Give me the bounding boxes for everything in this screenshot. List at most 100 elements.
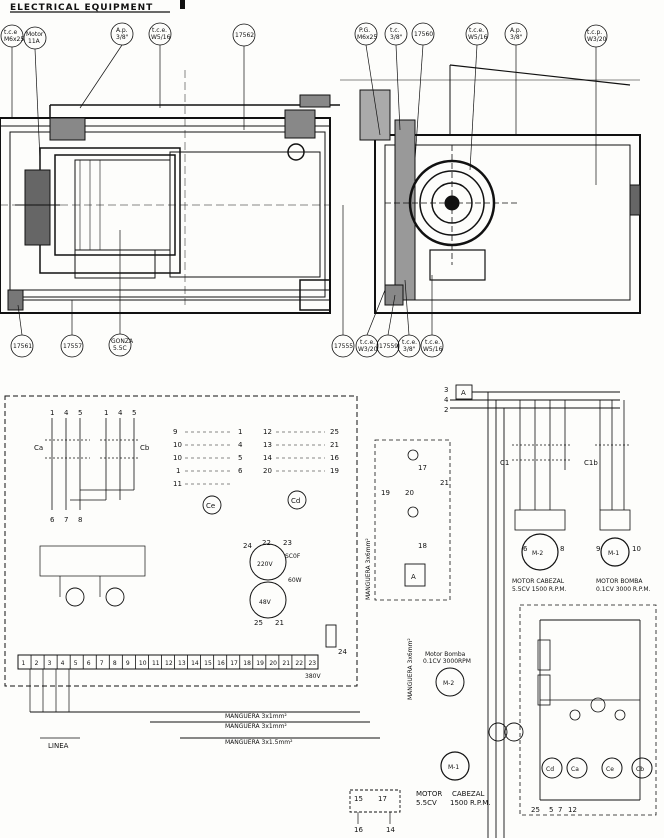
relay-block-2: 12 13 14 20 25 21 16 19 Cd <box>263 428 339 510</box>
callout-c2: Motor 11A <box>23 26 47 161</box>
hose-label-2: MANGUERA 3x1mm² <box>225 723 287 730</box>
terminal-number: 3 <box>48 660 52 667</box>
svg-text:C1: C1 <box>500 459 509 467</box>
header-title: ELECTRICAL EQUIPMENT <box>10 3 153 13</box>
svg-text:1: 1 <box>104 409 108 417</box>
svg-text:8: 8 <box>560 545 564 553</box>
svg-text:3/8": 3/8" <box>390 34 403 41</box>
svg-text:4: 4 <box>444 396 449 404</box>
svg-text:M-2: M-2 <box>532 550 543 557</box>
svg-text:t.c.e.: t.c.e. <box>469 27 484 34</box>
svg-text:24: 24 <box>243 542 252 550</box>
svg-text:5: 5 <box>132 409 136 417</box>
svg-text:23: 23 <box>283 539 292 547</box>
callout-b1: 17561 <box>10 304 34 358</box>
svg-text:GONZA: GONZA <box>111 338 134 345</box>
svg-text:7: 7 <box>558 806 562 814</box>
relay-block-1: 9 10 10 1 11 1 4 5 6 Ce <box>173 428 243 515</box>
svg-text:11A: 11A <box>28 38 41 45</box>
svg-text:17561: 17561 <box>13 343 32 350</box>
transformer-t1 <box>488 722 524 742</box>
svg-text:4: 4 <box>238 441 243 449</box>
svg-text:Cd: Cd <box>291 497 300 505</box>
callout-c8: 17560 <box>411 22 435 161</box>
svg-text:10: 10 <box>173 441 182 449</box>
svg-text:17560: 17560 <box>414 31 433 38</box>
callout-c9: t.c.e. W5/16 <box>465 22 489 171</box>
bottom-switch-box: 15 16 17 14 <box>349 789 401 834</box>
svg-text:MOTOR: MOTOR <box>416 790 442 798</box>
contactor-cb: 1 4 5 Cb <box>70 409 150 501</box>
svg-text:A: A <box>461 389 466 397</box>
svg-text:t.c.e: t.c.e <box>4 29 17 36</box>
svg-text:16: 16 <box>354 826 363 834</box>
svg-text:17: 17 <box>418 464 427 472</box>
hose-label-1: MANGUERA 3x1mm² <box>225 713 287 720</box>
mechanical-section <box>0 64 641 314</box>
callout-c11: t.c.p. W3/20 <box>584 24 608 185</box>
svg-text:Cb: Cb <box>636 766 644 773</box>
svg-text:3/8": 3/8" <box>403 346 416 353</box>
svg-text:19: 19 <box>330 467 339 475</box>
svg-text:6: 6 <box>238 467 243 475</box>
svg-text:11: 11 <box>173 480 182 488</box>
svg-text:9: 9 <box>596 545 600 553</box>
callouts-top-left: t.c.e M6x25 Motor 11A A.p. 3/8" t.c.e. W… <box>0 22 256 161</box>
svg-text:W5/16: W5/16 <box>423 346 443 353</box>
terminal-number: 6 <box>87 660 91 667</box>
fuse-24: 24 <box>325 624 347 656</box>
svg-text:M-1: M-1 <box>448 764 459 771</box>
voltage-380: 380V <box>305 673 321 680</box>
motor-m1: M-1 MOTOR 5.5CV CABEZAL 1500 R.P.M. <box>416 751 491 807</box>
svg-text:W3/20: W3/20 <box>358 346 378 353</box>
svg-text:21: 21 <box>330 441 339 449</box>
svg-text:1: 1 <box>50 409 54 417</box>
terminal-number: 19 <box>256 660 264 667</box>
callout-b2: 17557 <box>60 300 84 358</box>
svg-text:W5/16: W5/16 <box>151 34 171 41</box>
svg-text:10: 10 <box>173 454 182 462</box>
callout-c6: P.G. M6x25 <box>354 22 381 136</box>
svg-text:t.c.e.: t.c.e. <box>425 339 440 346</box>
svg-text:SC0F: SC0F <box>285 553 301 560</box>
svg-text:5.5C: 5.5C <box>113 345 127 352</box>
svg-text:t.c.: t.c. <box>390 27 400 34</box>
hose-lines: MANGUERA 3x1mm² MANGUERA 3x1mm² MANGUERA… <box>29 669 380 750</box>
terminal-number: 16 <box>217 660 225 667</box>
terminal-number: 21 <box>282 660 290 667</box>
callout-c10: A.p. 3/8" <box>504 22 528 135</box>
svg-text:t.c.p.: t.c.p. <box>587 29 602 36</box>
terminal-number: 10 <box>139 660 147 667</box>
svg-text:MOTOR CABEZAL: MOTOR CABEZAL <box>512 578 565 585</box>
svg-text:Cb: Cb <box>140 444 150 452</box>
terminal-number: 11 <box>152 660 160 667</box>
svg-text:60W: 60W <box>288 577 302 584</box>
svg-text:21: 21 <box>275 619 284 627</box>
svg-text:14: 14 <box>386 826 395 834</box>
svg-text:M6x25: M6x25 <box>4 36 24 43</box>
svg-text:13: 13 <box>263 441 272 449</box>
svg-text:M6x25: M6x25 <box>357 34 377 41</box>
svg-text:M-1: M-1 <box>608 550 619 557</box>
svg-text:17559: 17559 <box>379 343 398 350</box>
svg-text:6: 6 <box>523 545 528 553</box>
control-ladder-right: Cd Ca Ce Cb 25 5 7 12 <box>519 604 657 816</box>
svg-text:W5/16: W5/16 <box>468 34 488 41</box>
svg-text:CABEZAL: CABEZAL <box>452 790 484 798</box>
svg-text:20: 20 <box>263 467 272 475</box>
svg-text:25: 25 <box>531 806 540 814</box>
header-mark <box>180 0 185 9</box>
callout-b6: 17559 <box>376 294 400 358</box>
terminal-number: 18 <box>243 660 251 667</box>
svg-text:Cd: Cd <box>546 766 554 773</box>
svg-text:9: 9 <box>173 428 177 436</box>
svg-text:3/8": 3/8" <box>116 34 129 41</box>
terminal-number: 5 <box>74 660 78 667</box>
svg-text:1: 1 <box>238 428 242 436</box>
svg-text:17557: 17557 <box>63 343 82 350</box>
terminal-number: 17 <box>230 660 238 667</box>
svg-text:17555: 17555 <box>334 343 353 350</box>
callout-c4: t.c.e. W5/16 <box>148 22 172 108</box>
svg-text:4: 4 <box>118 409 123 417</box>
